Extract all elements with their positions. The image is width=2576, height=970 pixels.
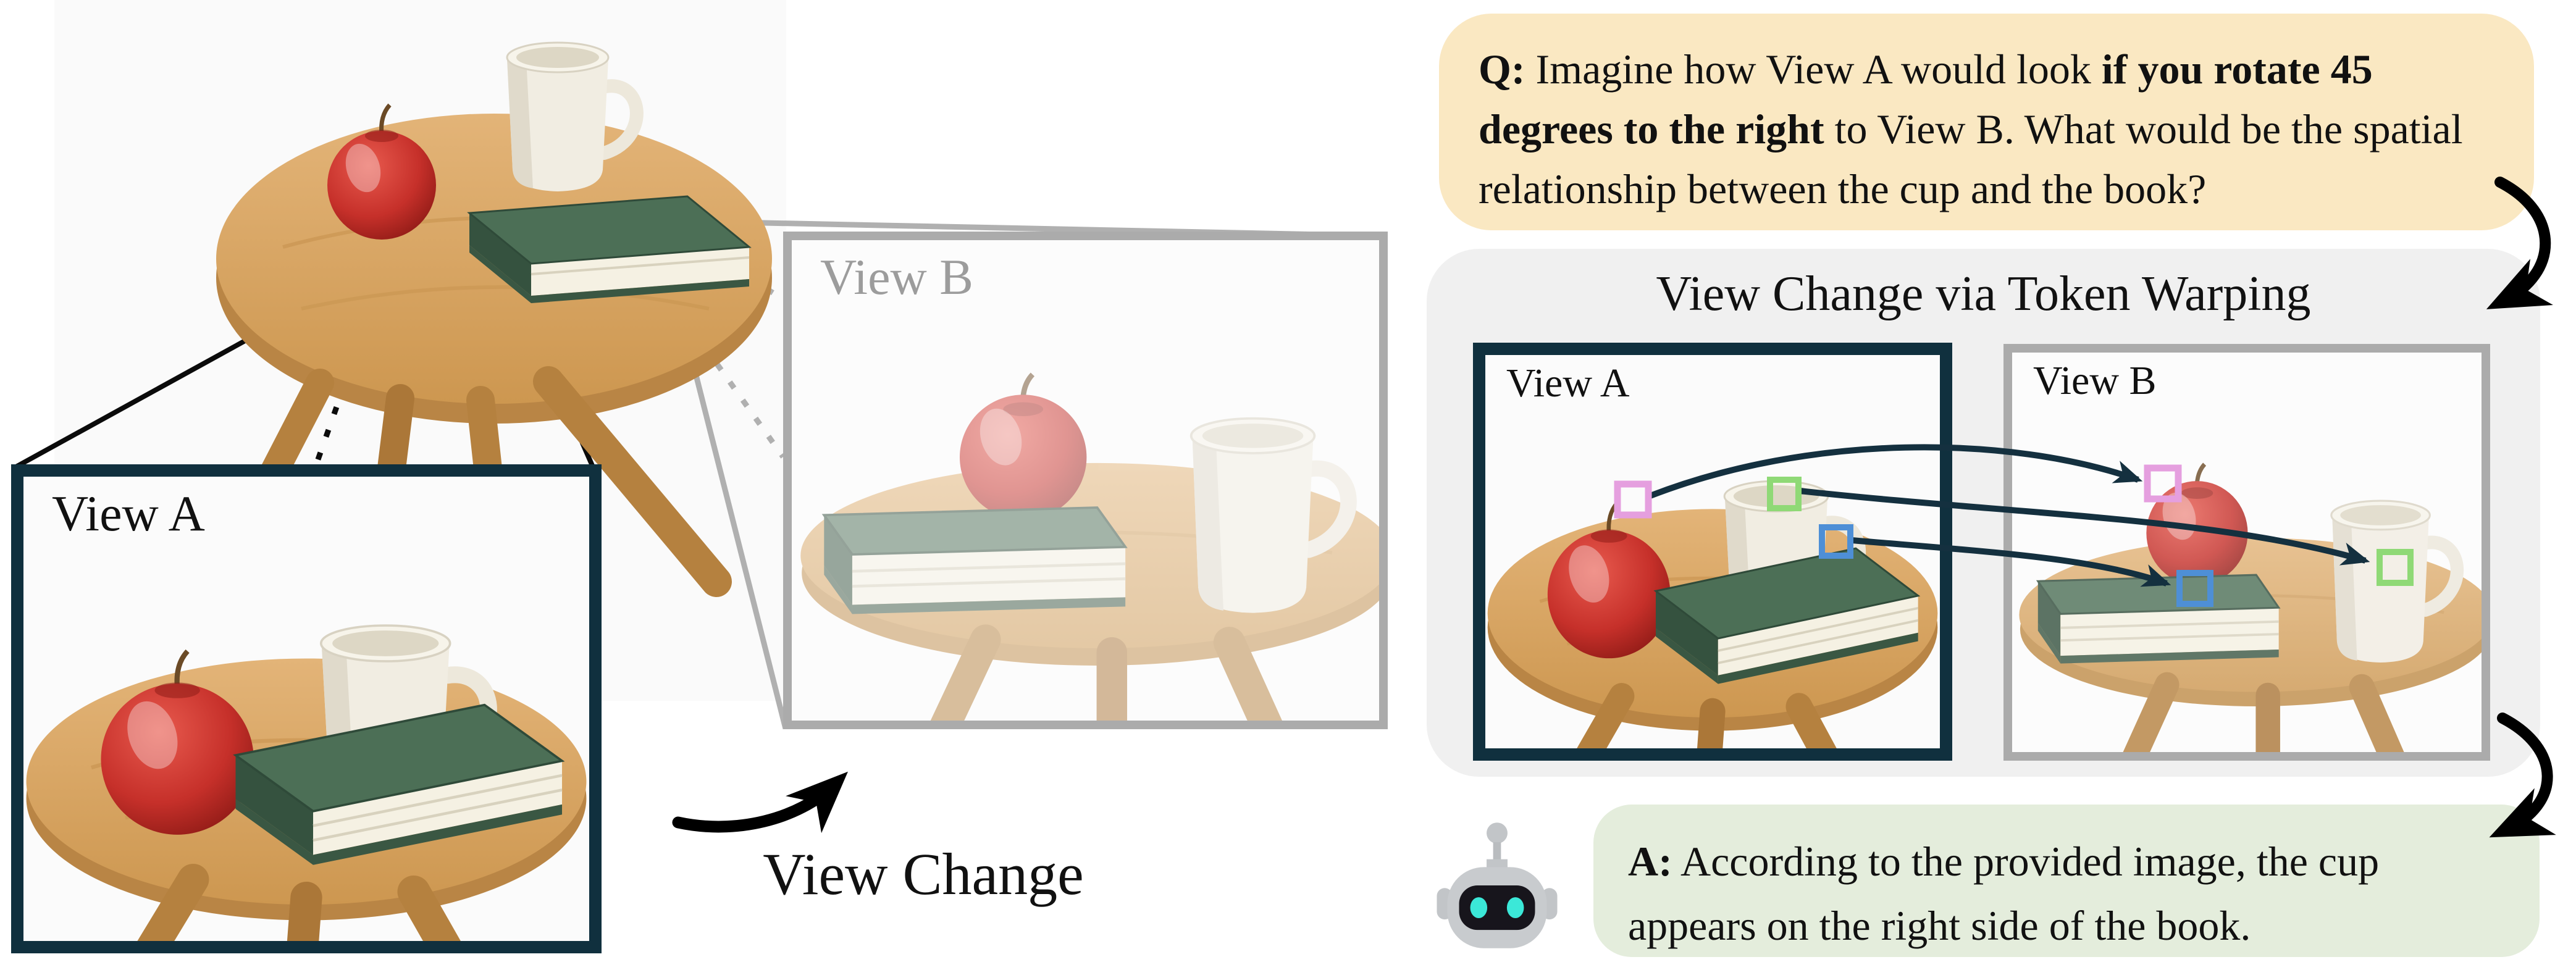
- panel-view-a-label: View A: [1506, 361, 1630, 406]
- panel-title: View Change via Token Warping: [1656, 267, 2311, 321]
- view-change-arrow-icon: [672, 771, 848, 834]
- panel-view-a-thumb: View A: [1473, 343, 1952, 761]
- panel-view-b-label: View B: [2033, 358, 2157, 403]
- view-change-caption: View Change: [763, 841, 1084, 907]
- question-text: Q: Imagine how View A would look if you …: [1479, 46, 2463, 212]
- token-warping-panel: View Change via Token Warping View A Vie…: [1427, 249, 2540, 777]
- robot-icon: [1437, 822, 1558, 948]
- answer-bubble: A: According to the provided image, the …: [1593, 805, 2540, 957]
- view-a-large-box: View A: [11, 464, 602, 953]
- answer-text: A: According to the provided image, the …: [1628, 838, 2380, 949]
- panel-view-b-thumb: View B: [2003, 344, 2490, 761]
- view-a-label: View A: [52, 485, 205, 541]
- view-a-scene: [23, 477, 589, 941]
- panel-view-b-scene: [2012, 353, 2482, 752]
- question-bubble: Q: Imagine how View A would look if you …: [1439, 14, 2534, 230]
- view-b-scene: [792, 240, 1379, 721]
- view-b-large-box: View B: [783, 232, 1388, 729]
- panel-view-a-scene: [1485, 355, 1940, 748]
- view-b-label: View B: [820, 249, 973, 305]
